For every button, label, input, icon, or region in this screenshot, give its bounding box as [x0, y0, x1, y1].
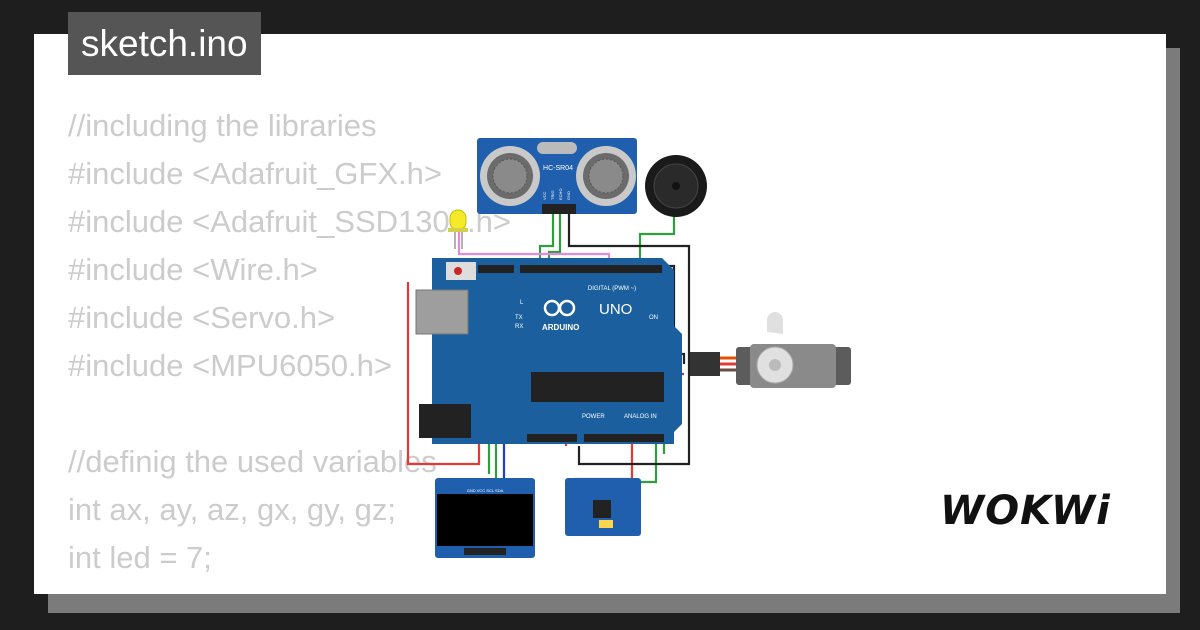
code-line: #include <MPU6050.h> — [68, 348, 393, 383]
svg-text:ON: ON — [649, 315, 658, 321]
code-line: int ax, ay, az, gx, gy, gz; — [68, 492, 396, 527]
wokwi-logo: WOKWi — [940, 488, 1111, 534]
code-line: #include <Adafruit_GFX.h> — [68, 156, 442, 191]
arduino-uno-board: DIGITAL (PWM ~) L TX RX ON UNO ARDUINO P… — [415, 258, 682, 444]
hcsr04-label: HC-SR04 — [543, 165, 573, 172]
code-line: int led = 7; — [68, 540, 212, 575]
servo-motor — [690, 312, 851, 388]
svg-text:ANALOG IN: ANALOG IN — [624, 414, 657, 420]
code-line: //definig the used variables — [68, 444, 437, 479]
circuit-diagram: HC-SR04 VCC TRIG ECHO GND — [406, 138, 851, 558]
code-line: int servoPin = 9; — [68, 582, 511, 594]
svg-text:GND VCC SCL SDA: GND VCC SCL SDA — [467, 488, 504, 493]
svg-text:ARDUINO: ARDUINO — [542, 323, 579, 332]
svg-text:DIGITAL (PWM ~): DIGITAL (PWM ~) — [588, 286, 636, 292]
svg-text:L: L — [520, 300, 524, 306]
file-tab-title: sketch.ino — [68, 12, 261, 75]
wire-green-trig — [538, 214, 555, 269]
arduino-logo — [543, 299, 576, 317]
svg-text:GND: GND — [566, 191, 571, 200]
code-line: #include <Servo.h> — [68, 300, 336, 335]
buzzer — [645, 155, 707, 217]
code-editor: //including the libraries #include <Adaf… — [68, 102, 511, 594]
hcsr04-sensor: HC-SR04 VCC TRIG ECHO GND — [477, 138, 637, 214]
svg-text:ECHO: ECHO — [558, 188, 563, 200]
svg-text:TRIG: TRIG — [550, 190, 555, 200]
svg-text:RX: RX — [515, 324, 523, 330]
svg-text:VCC: VCC — [542, 191, 547, 200]
preview-card: //including the libraries #include <Adaf… — [34, 34, 1166, 594]
wire-black-gnd — [567, 214, 691, 466]
svg-text:POWER: POWER — [582, 414, 605, 420]
wire-green-buzz — [638, 214, 676, 270]
svg-text:TX: TX — [515, 315, 523, 321]
led — [448, 209, 468, 249]
mpu6050-sensor — [565, 478, 641, 536]
code-line: #include <Wire.h> — [68, 252, 318, 287]
arduino-uno-label: UNO — [599, 301, 632, 318]
oled-display: GND VCC SCL SDA — [435, 478, 535, 558]
code-line: //including the libraries — [68, 108, 377, 143]
